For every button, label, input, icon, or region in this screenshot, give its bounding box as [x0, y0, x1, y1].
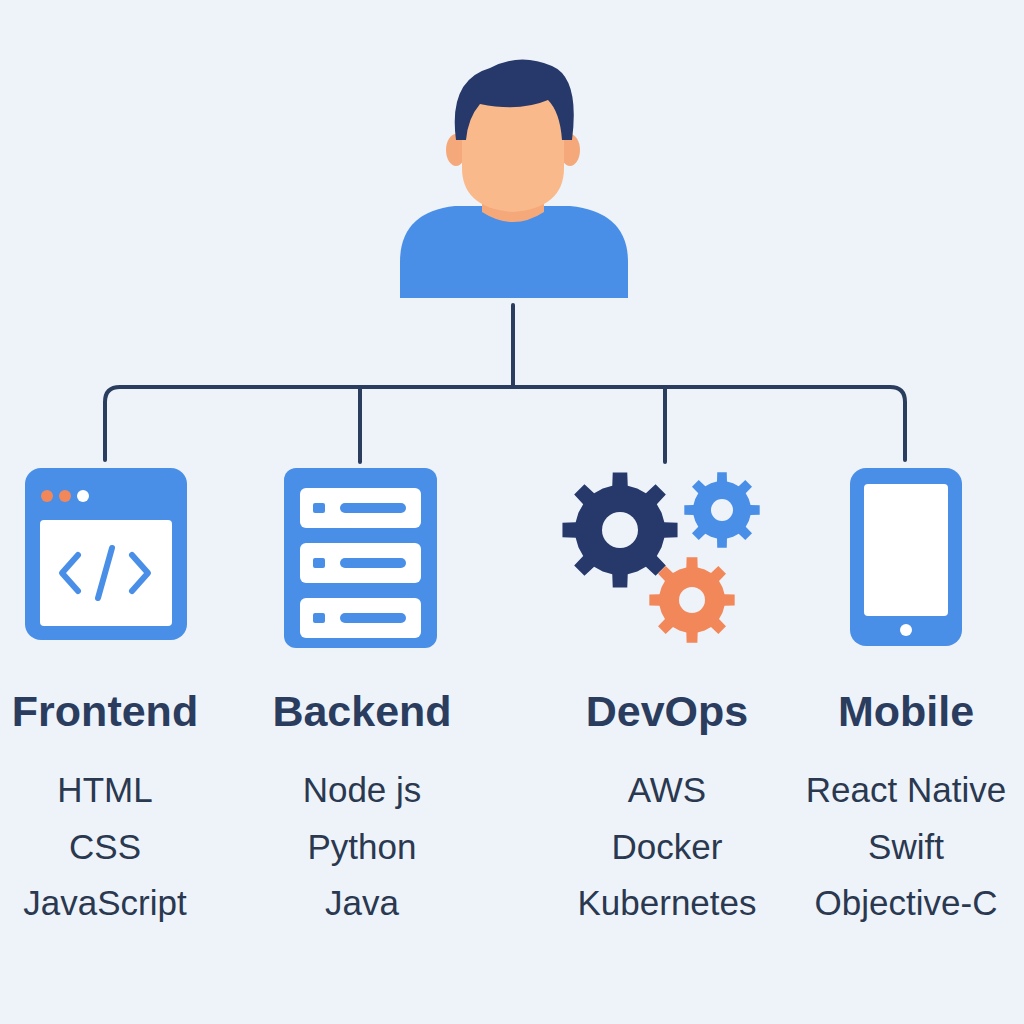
gear-body	[649, 557, 734, 642]
gears-icon	[562, 472, 759, 642]
gear-hole	[711, 499, 733, 521]
gear-body	[562, 472, 677, 587]
gear	[562, 472, 677, 587]
technology-name: Docker	[612, 827, 723, 867]
person-hair	[455, 59, 574, 140]
gear	[649, 557, 734, 642]
tree-drop	[663, 387, 667, 462]
gear	[684, 472, 759, 547]
person-icon	[400, 59, 628, 298]
gear-body	[684, 472, 759, 547]
technology-name: Swift	[868, 827, 944, 867]
technology-name: React Native	[806, 770, 1006, 810]
technology-name: CSS	[69, 827, 141, 867]
technology-name: Kubernetes	[577, 883, 756, 923]
category-heading: Backend	[272, 687, 451, 736]
technology-name: Node js	[303, 770, 422, 810]
tree-stem	[511, 305, 515, 387]
server-icon	[284, 468, 437, 648]
technology-name: JavaScript	[23, 883, 186, 923]
phone-icon	[850, 468, 962, 646]
tree-lines	[105, 305, 905, 462]
technology-name: Python	[308, 827, 417, 867]
tree-drop	[358, 387, 362, 462]
technology-name: Java	[325, 883, 399, 923]
category-heading: DevOps	[586, 687, 749, 736]
browser-icon	[25, 468, 187, 640]
technology-name: AWS	[628, 770, 706, 810]
category-heading: Mobile	[838, 687, 974, 736]
tree-branch	[105, 387, 905, 460]
technology-name: HTML	[57, 770, 152, 810]
technology-name: Objective-C	[815, 883, 998, 923]
gear-hole	[602, 512, 638, 548]
category-heading: Frontend	[12, 687, 198, 736]
gear-hole	[679, 587, 705, 613]
